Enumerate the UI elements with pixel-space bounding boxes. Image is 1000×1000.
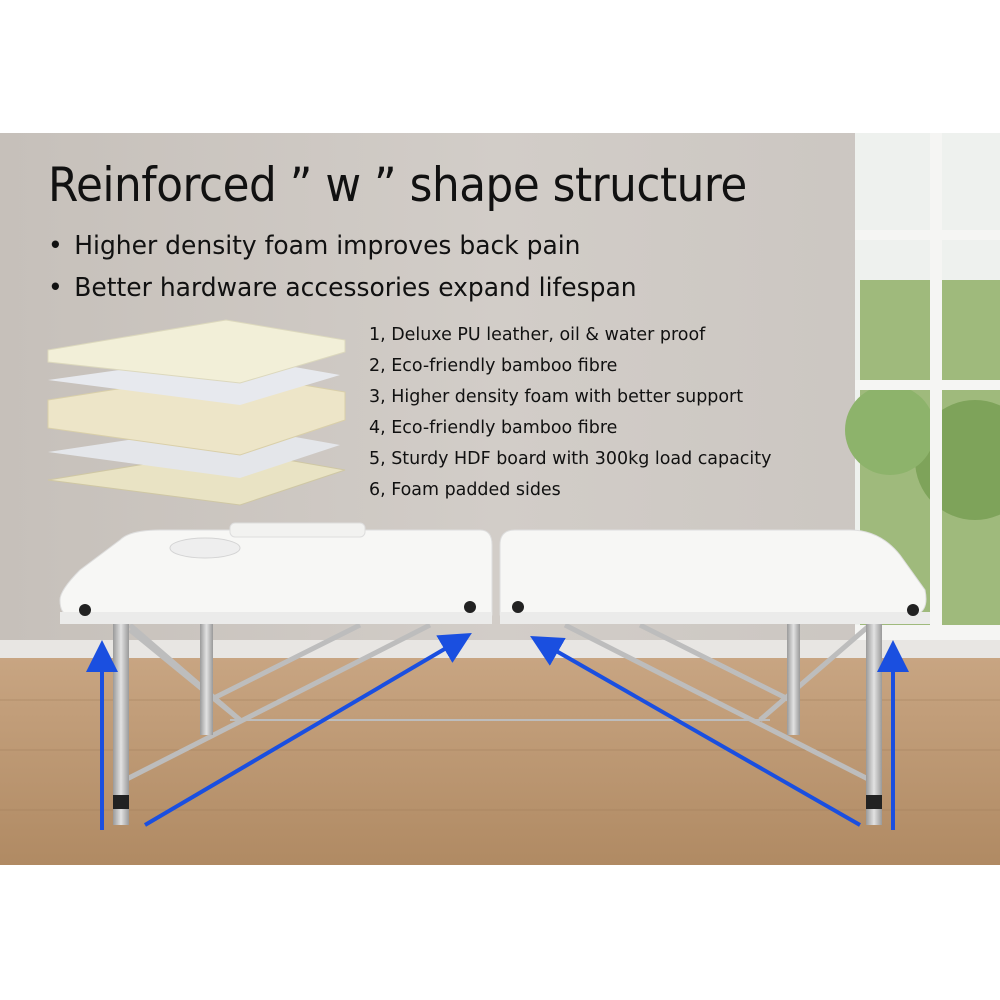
baseboard xyxy=(0,640,1000,658)
massage-table xyxy=(59,522,930,825)
floor xyxy=(0,658,1000,865)
window xyxy=(845,133,1000,655)
bullet-item: Better hardware accessories expand lifes… xyxy=(48,268,636,310)
feature-bullets: Higher density foam improves back pain B… xyxy=(48,226,661,310)
layer-item: 5, Sturdy HDF board with 300kg load capa… xyxy=(369,448,772,469)
layer-item: 1, Deluxe PU leather, oil & water proof xyxy=(369,324,706,345)
layer-item: 2, Eco-friendly bamboo fibre xyxy=(369,355,618,376)
bullet-item: Higher density foam improves back pain xyxy=(48,226,637,268)
arrow-icons xyxy=(86,632,909,830)
headline: Reinforced ” w ” shape structure xyxy=(48,158,747,213)
layer-item: 6, Foam padded sides xyxy=(369,479,561,500)
layer-list: 1, Deluxe PU leather, oil & water proof … xyxy=(369,320,784,506)
layer-item: 3, Higher density foam with better suppo… xyxy=(369,386,744,407)
foam-layers-illustration xyxy=(47,319,346,506)
layer-item: 4, Eco-friendly bamboo fibre xyxy=(369,417,618,438)
